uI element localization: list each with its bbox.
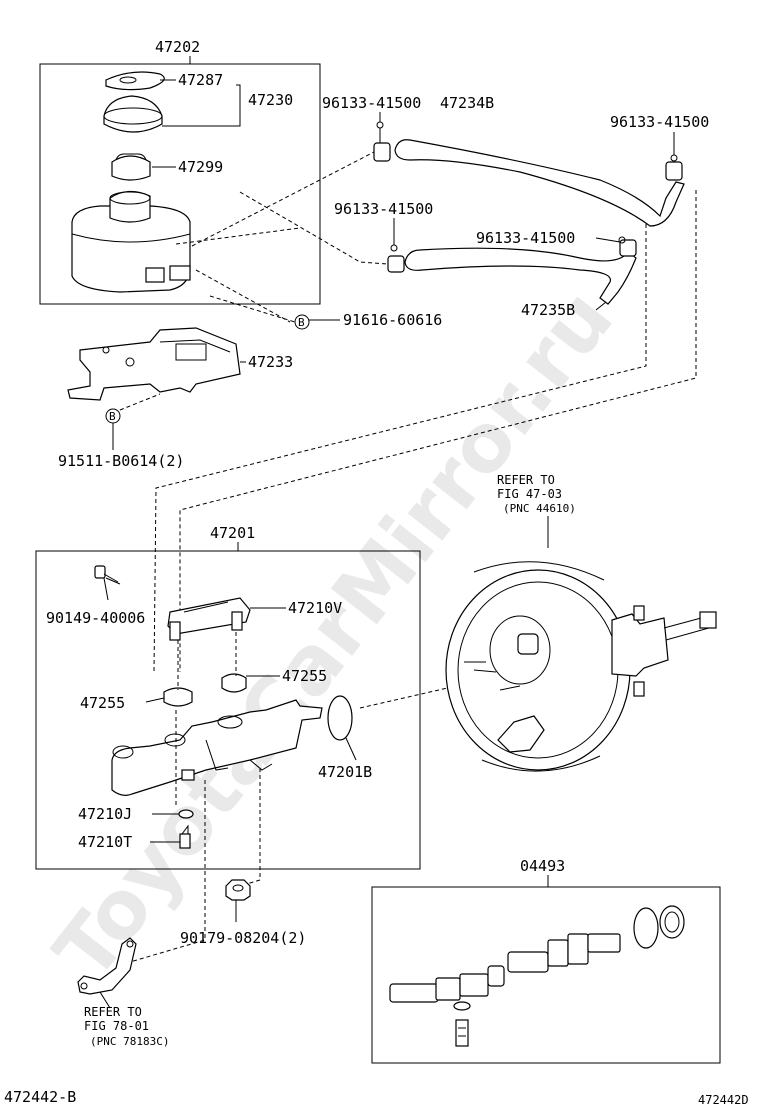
hose-1-label[interactable]: 47234B — [440, 94, 494, 112]
reservoir-cap-part[interactable] — [103, 95, 163, 133]
hose-2-label[interactable]: 47235B — [521, 301, 575, 319]
strainer-part[interactable] — [111, 153, 151, 181]
washer-label[interactable]: 47210J — [78, 805, 132, 823]
hose-clip-3-label[interactable]: 96133-41500 — [476, 229, 575, 247]
strainer-label[interactable]: 47299 — [178, 158, 223, 176]
footer-right-code: 472442D — [698, 1093, 749, 1107]
repair-kit-rings-part[interactable] — [633, 905, 685, 949]
screw-part[interactable] — [94, 565, 121, 585]
clip-4-part[interactable] — [665, 154, 683, 181]
bolt-b-marker-1-letter: B — [298, 316, 305, 329]
repair-kit-group-label[interactable]: 04493 — [520, 857, 565, 875]
line-bracket-part[interactable] — [77, 937, 137, 995]
bracket-ref-line3: (PNC 78183C) — [90, 1035, 169, 1048]
bolt-b-1-label[interactable]: 91616-60616 — [343, 311, 442, 329]
master-cylinder-group-label[interactable]: 47201 — [210, 524, 255, 542]
repair-kit-pistons-part[interactable] — [389, 933, 621, 1003]
repair-kit-group: 04493 — [371, 857, 721, 1064]
cap-gasket-label[interactable]: 47287 — [178, 71, 223, 89]
reservoir-group: 47202 — [39, 38, 321, 305]
booster-ref-line1: REFER TO — [497, 473, 555, 487]
brake-booster-part[interactable] — [445, 561, 717, 772]
repair-kit-plug-part[interactable] — [453, 1001, 471, 1047]
grommet-left-part[interactable] — [163, 687, 193, 707]
reservoir-mount-label[interactable]: 47210V — [288, 599, 342, 617]
reservoir-group-label[interactable]: 47202 — [155, 38, 200, 56]
cap-gasket-part[interactable] — [105, 71, 165, 91]
hose-lower-part[interactable] — [404, 247, 637, 305]
master-cylinder-group: 47201 — [35, 524, 421, 870]
screw-label[interactable]: 90149-40006 — [46, 609, 145, 627]
hose-upper-part[interactable] — [394, 139, 685, 227]
reservoir-cap-set-label[interactable]: 47230 — [248, 91, 293, 109]
hose-clip-1-label[interactable]: 96133-41500 — [322, 94, 421, 112]
reservoir-tank-part[interactable] — [71, 190, 191, 293]
bracket-part[interactable] — [67, 327, 241, 401]
bolt-b-2-label[interactable]: 91511-B0614(2) — [58, 452, 184, 470]
booster-ref-line3: (PNC 44610) — [503, 502, 576, 515]
hose-clip-4-label[interactable]: 96133-41500 — [610, 113, 709, 131]
booster-ref-line2[interactable]: FIG 47-03 — [497, 487, 562, 501]
grommet-right-part[interactable] — [221, 673, 247, 693]
bolt-b-marker-1[interactable]: B — [294, 314, 310, 330]
clip-1-part[interactable] — [373, 121, 391, 162]
bracket-ref-line2[interactable]: FIG 78-01 — [84, 1019, 149, 1033]
o-ring-label[interactable]: 47201B — [318, 763, 372, 781]
clip-2-part[interactable] — [387, 244, 405, 273]
reservoir-mount-part[interactable] — [167, 597, 251, 641]
bolt-b-marker-2-letter: B — [109, 410, 116, 423]
hose-clip-2-label[interactable]: 96133-41500 — [334, 200, 433, 218]
bleeder-plug-label[interactable]: 47210T — [78, 833, 132, 851]
bracket-label[interactable]: 47233 — [248, 353, 293, 371]
grommet-right-label[interactable]: 47255 — [282, 667, 327, 685]
nut-part[interactable] — [225, 879, 251, 901]
nut-label[interactable]: 90179-08204(2) — [180, 929, 306, 947]
footer-left-code: 472442-B — [4, 1088, 76, 1106]
o-ring-part[interactable] — [327, 695, 353, 741]
bracket-ref-line1: REFER TO — [84, 1005, 142, 1019]
bleeder-plug-part[interactable] — [179, 824, 191, 849]
grommet-left-label[interactable]: 47255 — [80, 694, 125, 712]
clip-3-part[interactable] — [618, 236, 637, 257]
washer-part[interactable] — [178, 809, 194, 819]
master-cylinder-body-part[interactable] — [111, 699, 323, 796]
bolt-b-marker-2[interactable]: B — [105, 408, 121, 424]
